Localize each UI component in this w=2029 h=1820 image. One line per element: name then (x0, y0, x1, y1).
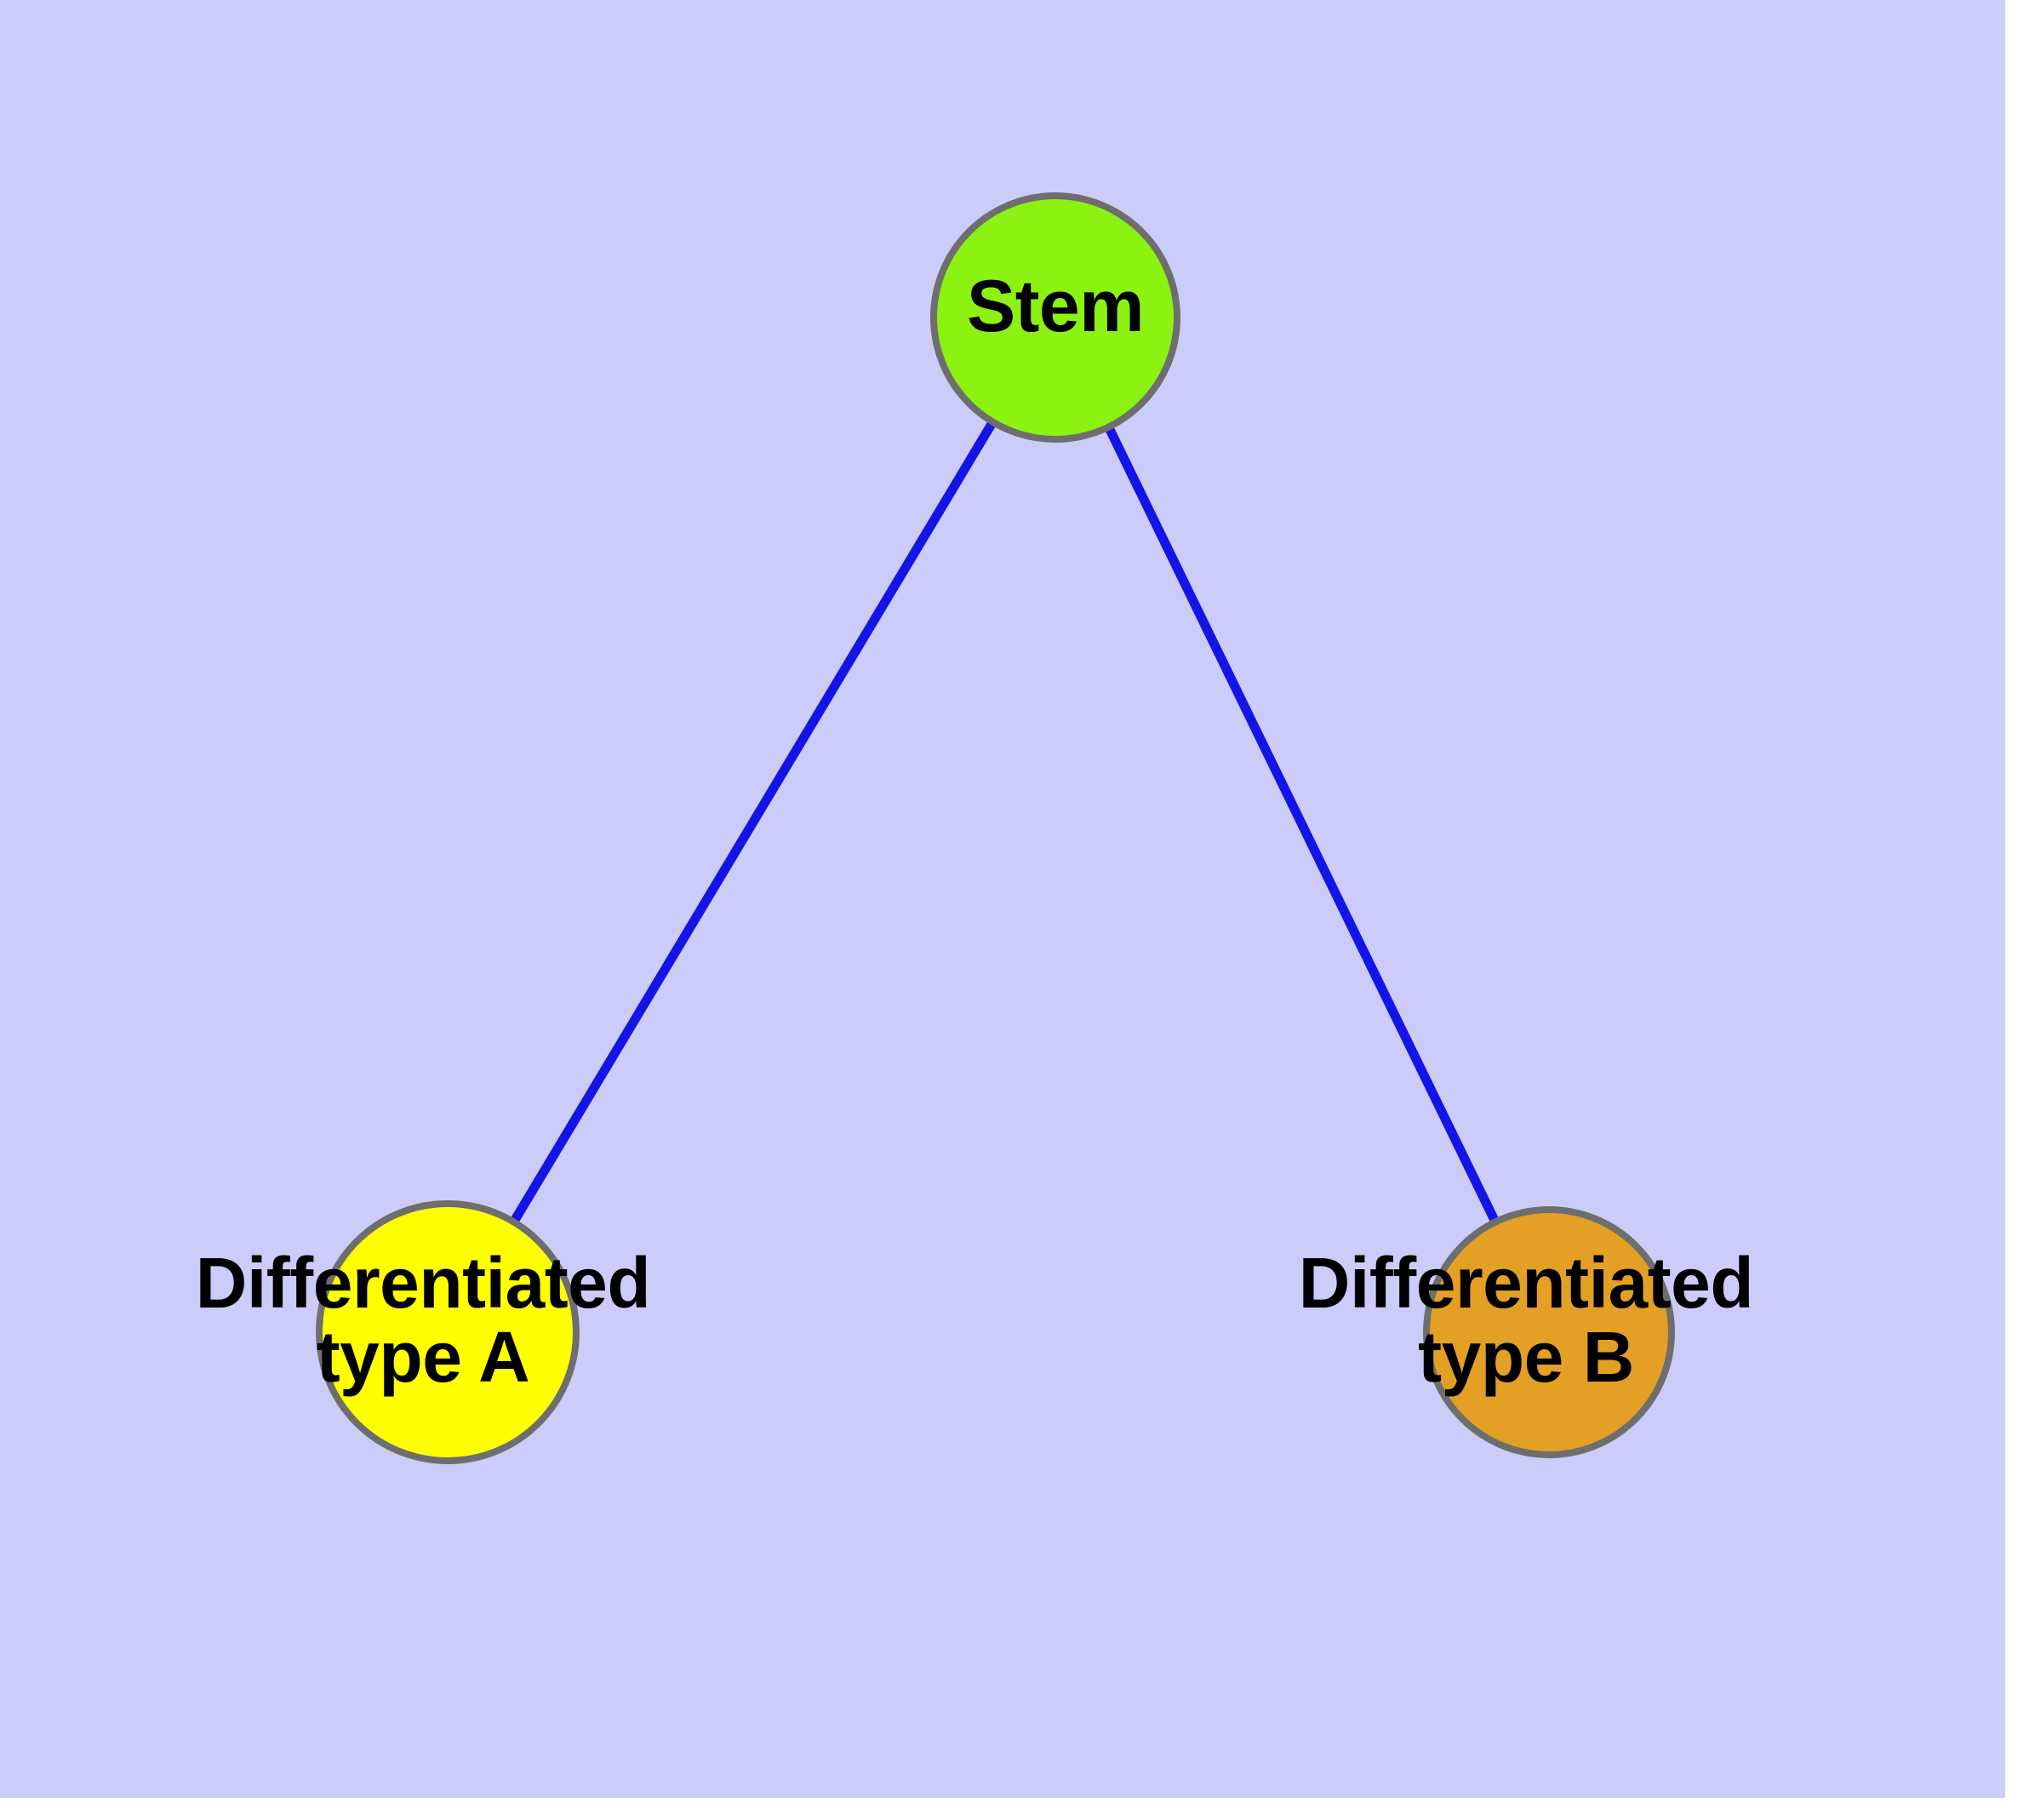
node-layer (316, 192, 1675, 1464)
edge-layer (443, 312, 1554, 1337)
edge-stem-to-type-b (1050, 312, 1554, 1337)
node-differentiated-type-b[interactable] (1423, 1206, 1675, 1458)
node-differentiated-type-a[interactable] (316, 1200, 580, 1464)
node-stem[interactable] (930, 192, 1180, 443)
edge-stem-to-type-a (443, 312, 1060, 1337)
